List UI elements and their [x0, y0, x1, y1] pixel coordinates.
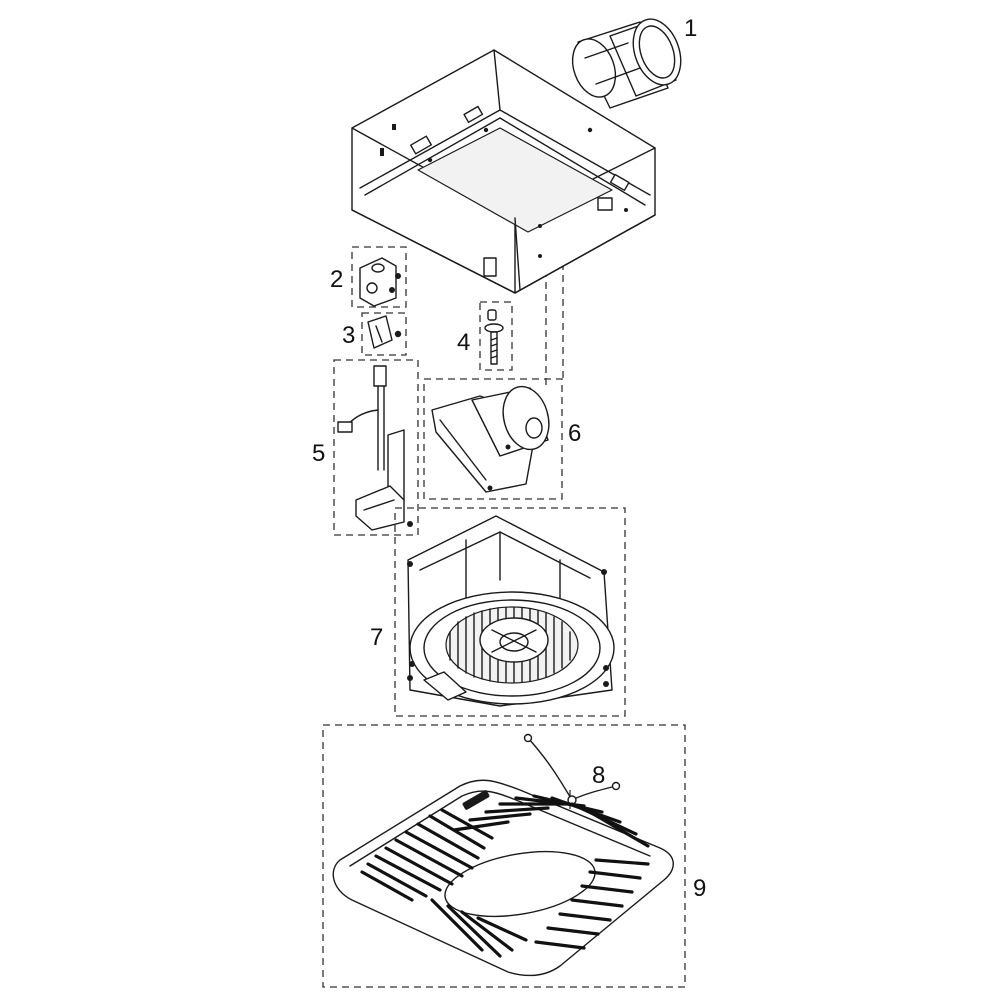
part-3-clip: [361, 312, 407, 356]
part-4-screw: [479, 301, 513, 371]
callout-labels: 1 2 3 4 5 6 7 8 9: [312, 15, 706, 902]
callout-2: 2: [330, 266, 343, 293]
part-1-duct-connector: [571, 18, 682, 109]
callout-4: 4: [457, 329, 470, 356]
housing: [351, 49, 656, 294]
part-9-grille: [322, 724, 686, 988]
callout-6: 6: [568, 420, 581, 447]
callout-9: 9: [693, 875, 706, 902]
part-8-grille-springs: [523, 733, 621, 805]
part-2-bracket: [351, 246, 407, 308]
callout-8: 8: [592, 762, 605, 789]
part-5-wiring-harness: [333, 359, 419, 536]
callout-5: 5: [312, 440, 325, 467]
part-6-damper-assembly: [423, 378, 563, 500]
grille-louvers: [360, 794, 650, 958]
callout-1: 1: [684, 15, 697, 42]
part-7-blower-assembly: [394, 507, 626, 717]
callout-3: 3: [342, 322, 355, 349]
callout-7: 7: [370, 624, 383, 651]
